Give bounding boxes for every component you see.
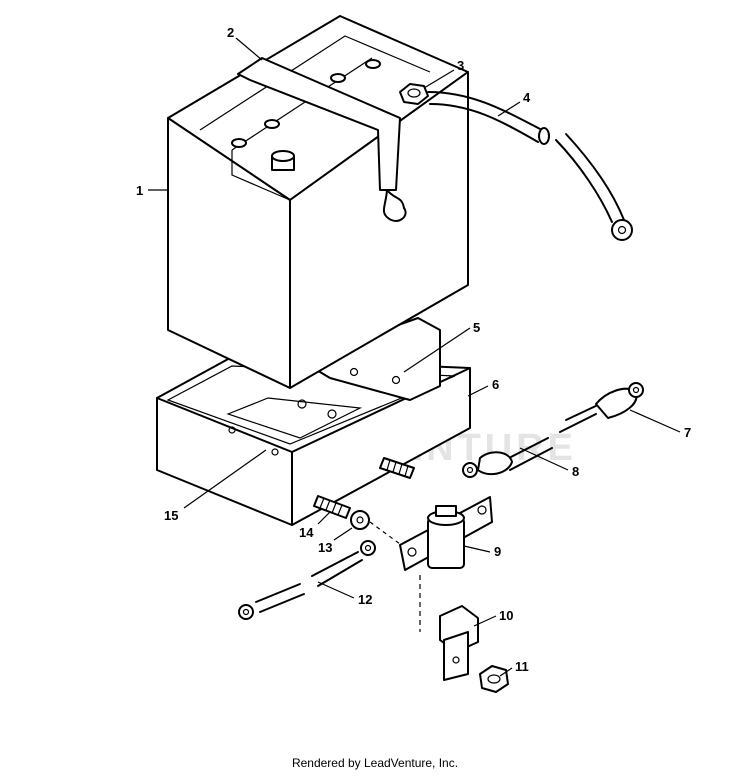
callout-2: 2 bbox=[227, 25, 234, 40]
stud-14 bbox=[313, 495, 351, 519]
callout-11: 11 bbox=[515, 659, 529, 674]
callout-8: 8 bbox=[572, 464, 579, 479]
solenoid bbox=[399, 496, 493, 571]
callout-6: 6 bbox=[492, 377, 499, 392]
cable-7 bbox=[559, 382, 644, 433]
battery bbox=[167, 15, 469, 389]
positive-cable bbox=[427, 91, 633, 241]
callout-5: 5 bbox=[473, 320, 480, 335]
ground-cable bbox=[238, 540, 376, 620]
callout-15: 15 bbox=[164, 508, 178, 523]
callout-13: 13 bbox=[318, 540, 332, 555]
stud-upper bbox=[379, 457, 415, 479]
terminal-nut bbox=[399, 83, 429, 105]
leader-lines bbox=[148, 37, 681, 677]
callout-1: 1 bbox=[136, 183, 143, 198]
callout-9: 9 bbox=[494, 544, 501, 559]
callout-3: 3 bbox=[457, 58, 464, 73]
hex-nut bbox=[479, 665, 509, 693]
callout-14: 14 bbox=[299, 525, 314, 540]
footer-credit: Rendered by LeadVenture, Inc. bbox=[291, 756, 459, 770]
cable-8 bbox=[462, 437, 553, 478]
callout-12: 12 bbox=[358, 592, 372, 607]
lock-washer-13 bbox=[350, 510, 370, 530]
connector bbox=[439, 605, 479, 681]
callout-10: 10 bbox=[499, 608, 513, 623]
callout-4: 4 bbox=[523, 90, 531, 105]
callout-7: 7 bbox=[684, 425, 691, 440]
hold-down-strap bbox=[237, 57, 407, 222]
callouts: 1 2 3 4 5 6 7 8 9 10 11 12 13 14 15 bbox=[136, 25, 691, 674]
